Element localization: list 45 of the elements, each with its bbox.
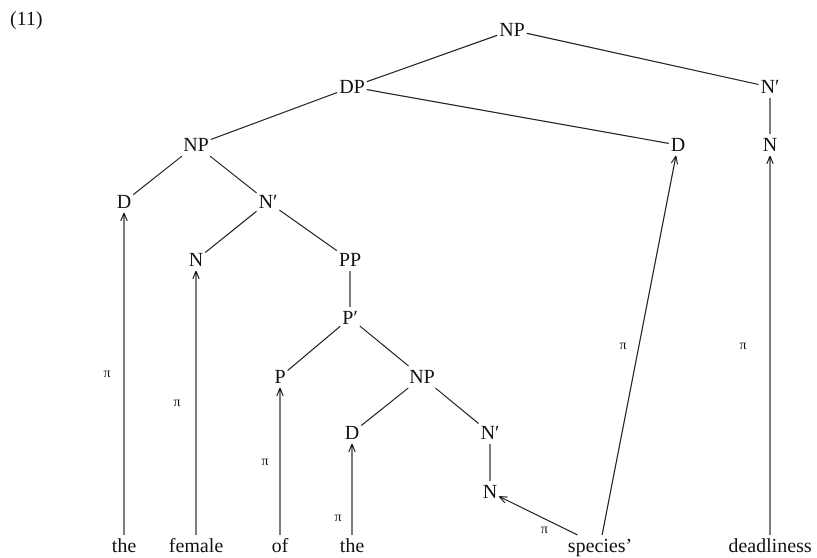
example-number: (11) xyxy=(10,8,43,31)
tree-branch xyxy=(279,210,338,252)
word-label: species’ xyxy=(566,535,634,557)
tree-branch xyxy=(287,326,341,372)
tree-branch xyxy=(204,210,257,254)
word-label: the xyxy=(338,535,366,557)
tree-branch xyxy=(210,156,257,194)
tree-branch xyxy=(359,326,409,366)
category-label: P′ xyxy=(340,307,360,329)
arrow xyxy=(602,155,678,536)
arrow xyxy=(120,212,128,535)
tree-branch xyxy=(526,32,759,86)
arrow xyxy=(348,443,356,535)
category-label: DP xyxy=(337,76,367,98)
category-label: N′ xyxy=(758,76,782,98)
category-label: N′ xyxy=(256,191,280,213)
category-label: P xyxy=(272,366,288,388)
arrow xyxy=(192,270,200,535)
tree-branch xyxy=(360,388,409,426)
word-label: female xyxy=(166,535,226,557)
tree-branch xyxy=(366,89,669,144)
category-label: N xyxy=(186,249,206,271)
category-label: D xyxy=(342,422,362,444)
category-label: PP xyxy=(336,249,364,271)
word-label: of xyxy=(270,535,290,557)
arrow xyxy=(276,387,284,535)
word-label: NP xyxy=(497,19,527,41)
tree-branch xyxy=(489,444,491,481)
category-label: N xyxy=(760,134,780,156)
category-label: NP xyxy=(181,134,211,156)
tree-branch xyxy=(210,92,338,140)
category-label: N xyxy=(480,481,500,503)
arrow xyxy=(766,155,774,535)
tree-branch xyxy=(349,271,351,307)
category-label: D xyxy=(114,191,134,213)
tree-branch xyxy=(769,98,771,134)
category-label: NP xyxy=(407,366,437,388)
arrow xyxy=(498,496,578,536)
category-label: N′ xyxy=(478,422,502,444)
tree-branch xyxy=(366,34,498,82)
word-label: deadliness xyxy=(726,535,814,557)
tree-branch xyxy=(132,156,182,196)
tree-branch xyxy=(435,388,479,424)
category-label: D xyxy=(668,134,688,156)
word-label: the xyxy=(110,535,138,557)
